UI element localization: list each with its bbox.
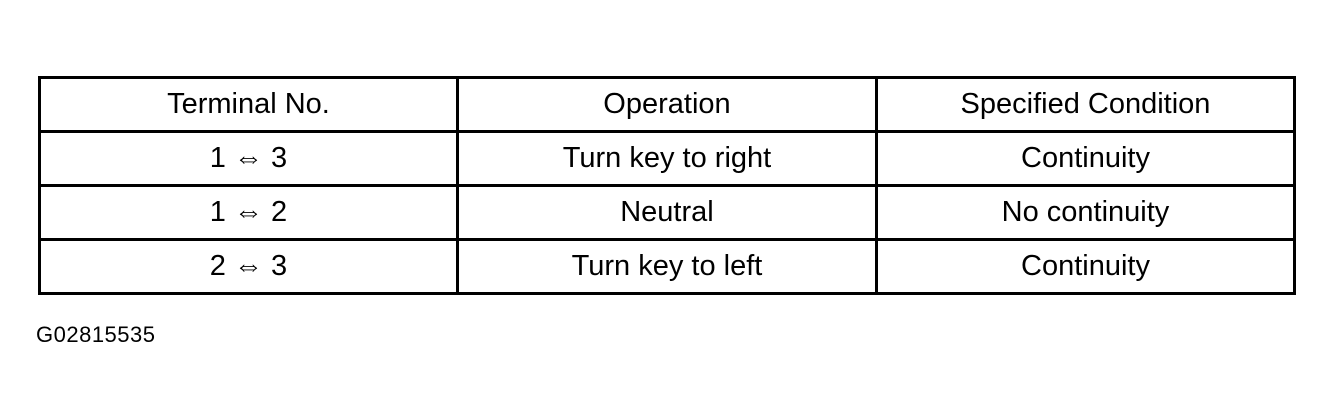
figure-id-label: G02815535 (36, 322, 156, 347)
table-row: 1 ⇔ 3 Turn key to right Continuity (38, 130, 1297, 187)
condition-cell: Continuity (874, 130, 1297, 187)
operation-cell: Neutral (455, 184, 878, 241)
header-operation: Operation (455, 76, 878, 133)
table-row: 2 ⇔ 3 Turn key to left Continuity (38, 238, 1297, 295)
terminal-cell: 1 ⇔ 3 (38, 130, 459, 187)
header-specified-condition: Specified Condition (874, 76, 1297, 133)
condition-cell: No continuity (874, 184, 1297, 241)
terminal-cell: 2 ⇔ 3 (38, 238, 459, 295)
condition-cell: Continuity (874, 238, 1297, 295)
table-header-row: Terminal No. Operation Specified Conditi… (38, 76, 1297, 133)
specification-table: Terminal No. Operation Specified Conditi… (38, 76, 1297, 295)
operation-cell: Turn key to left (455, 238, 878, 295)
terminal-cell: 1 ⇔ 2 (38, 184, 459, 241)
table-row: 1 ⇔ 2 Neutral No continuity (38, 184, 1297, 241)
operation-cell: Turn key to right (455, 130, 878, 187)
header-terminal-no: Terminal No. (38, 76, 459, 133)
